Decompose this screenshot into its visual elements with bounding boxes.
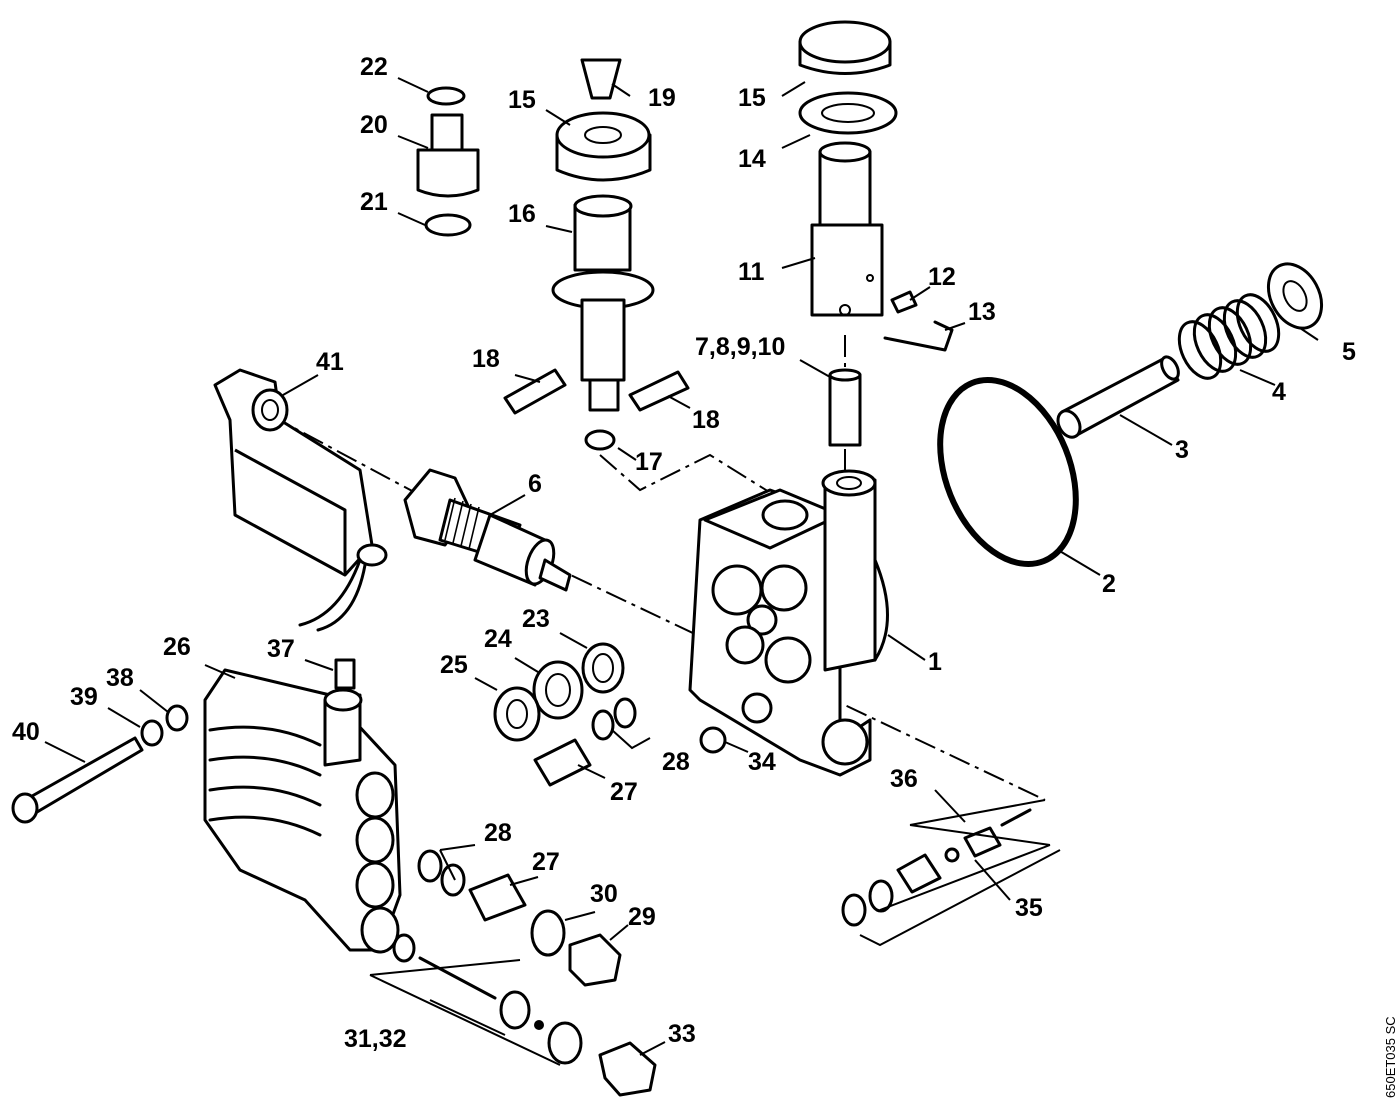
label-2: 2: [1102, 570, 1116, 598]
label-33: 33: [668, 1020, 696, 1048]
plug-33-part: [598, 1041, 657, 1097]
label-15-left: 15: [508, 86, 536, 114]
label-30: 30: [590, 880, 618, 908]
piston-seal-set-part: [828, 368, 862, 447]
label-41: 41: [316, 348, 344, 376]
label-13: 13: [968, 298, 996, 326]
piston-part: [1056, 355, 1180, 439]
o-ring-31-part: [392, 933, 416, 963]
label-15-right: 15: [738, 84, 766, 112]
washer-14-part: [798, 91, 898, 135]
label-39: 39: [70, 683, 98, 711]
label-36: 36: [890, 765, 918, 793]
label-1: 1: [928, 648, 942, 676]
leader-lines: [44, 77, 1319, 1056]
group-brackets: [369, 729, 1061, 1066]
ball-32-part: [534, 1020, 544, 1030]
seal-24-part: [532, 660, 584, 720]
label-19: 19: [648, 84, 676, 112]
o-ring-35-a: [841, 893, 867, 927]
o-ring-28-upper-a: [591, 709, 615, 741]
label-4: 4: [1272, 378, 1286, 406]
drawing-code: 650ET035 SC: [1383, 1016, 1398, 1098]
o-ring-28-upper-b: [613, 697, 637, 729]
unloader-valve-part: [403, 468, 572, 592]
sleeve-35-part: [896, 853, 942, 894]
o-ring-28-lower-b: [440, 863, 466, 897]
label-28-upper: 28: [662, 748, 690, 776]
label-34: 34: [748, 748, 776, 776]
spring-31-part: [418, 956, 497, 1000]
label-37: 37: [267, 635, 295, 663]
pump-housing-part: [688, 469, 889, 777]
label-12: 12: [928, 263, 956, 291]
label-14: 14: [738, 145, 766, 173]
inlet-fitting-part: [416, 113, 480, 198]
label-31-32: 31,32: [344, 1025, 407, 1053]
set-screw-part: [334, 658, 356, 690]
label-38: 38: [106, 664, 134, 692]
clip-18-left-part: [503, 368, 567, 415]
label-21: 21: [360, 188, 388, 216]
cylinder-sleeve-part: [810, 141, 884, 317]
o-ring-large-part: [937, 377, 1079, 567]
valve-27-upper-part: [533, 738, 592, 787]
label-40: 40: [12, 718, 40, 746]
spring-36-part: [1000, 808, 1032, 827]
spring-part: [1177, 293, 1281, 380]
label-3: 3: [1175, 436, 1189, 464]
label-25: 25: [440, 651, 468, 679]
label-22: 22: [360, 53, 388, 81]
assembly-axis-lines: [269, 335, 1046, 801]
plug-29-part: [568, 933, 622, 987]
washer-39-part: [140, 719, 164, 747]
label-23: 23: [522, 605, 550, 633]
o-ring-34-part: [699, 726, 727, 754]
bushing-23-part: [581, 642, 625, 694]
label-29: 29: [628, 903, 656, 931]
o-ring-35-b: [868, 879, 894, 913]
seal-25-part: [493, 686, 541, 742]
label-17: 17: [635, 448, 663, 476]
label-20: 20: [360, 111, 388, 139]
valve-36-part: [963, 826, 1002, 858]
part-labels: 22 20 21 19 15 16 18 18 17 15 14 11 12 1…: [12, 53, 1398, 1098]
o-ring-17-part: [584, 429, 616, 451]
valve-12-part: [890, 290, 918, 314]
pressure-switch-part: [213, 368, 388, 632]
screw-part: [11, 736, 144, 824]
label-27-lower: 27: [532, 848, 560, 876]
valve-27-lower-part: [468, 873, 527, 922]
label-5: 5: [1342, 338, 1356, 366]
label-35: 35: [1015, 894, 1043, 922]
cap-15-left-part: [555, 111, 652, 182]
washer-38-part: [165, 704, 189, 732]
label-18-left: 18: [472, 345, 500, 373]
label-18-right: 18: [692, 406, 720, 434]
o-ring-30-part: [530, 909, 566, 957]
label-7-10: 7,8,9,10: [695, 333, 785, 361]
spring-cup-part: [1266, 262, 1324, 330]
label-6: 6: [528, 470, 542, 498]
o-ring-33-a: [547, 1021, 583, 1065]
label-27-upper: 27: [610, 778, 638, 806]
label-26: 26: [163, 633, 191, 661]
o-ring-22-part: [426, 86, 466, 106]
outlet-stem-part: [551, 194, 655, 412]
o-ring-28-lower-a: [417, 849, 443, 883]
clip-18-right-part: [628, 370, 690, 412]
washer-21-part: [424, 213, 472, 237]
valve-seat-32-part: [499, 990, 531, 1030]
label-24: 24: [484, 625, 512, 653]
label-28-lower: 28: [484, 819, 512, 847]
clip-13-part: [883, 320, 954, 352]
manifold-head-part: [203, 668, 402, 954]
ring-35-part: [944, 847, 960, 863]
label-11: 11: [738, 258, 765, 286]
label-16: 16: [508, 200, 536, 228]
filter-part: [580, 58, 622, 100]
cap-15-right-part: [798, 20, 892, 75]
